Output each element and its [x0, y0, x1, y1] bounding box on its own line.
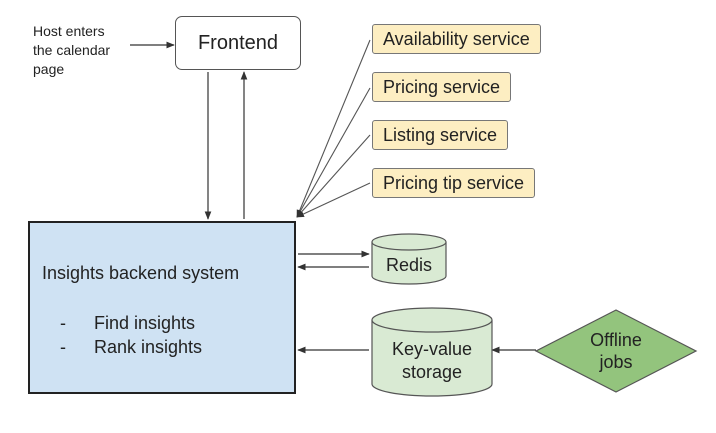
kv-storage-cylinder: [371, 307, 493, 397]
listing-service-label: Listing service: [383, 125, 498, 145]
kv-storage-label: Key-value storage: [372, 338, 492, 384]
host-note: Host enters the calendar page: [33, 22, 143, 79]
pricing-service-label: Pricing service: [383, 77, 501, 97]
availability-service-label: Availability service: [383, 29, 530, 49]
pricing-to-backend-arrow: [296, 87, 371, 218]
offline-jobs-line-1: Offline: [590, 330, 642, 350]
offline-jobs-label: Offline jobs: [576, 329, 656, 373]
backend-function-list: - Find insights - Rank insights: [60, 311, 202, 359]
pricing-service-node: Pricing service: [372, 72, 512, 102]
listing-to-backend-arrow: [296, 134, 371, 218]
redis-label: Redis: [385, 255, 433, 275]
pricing-tip-to-backend-arrow: [296, 182, 371, 218]
frontend-label: Frontend: [197, 31, 279, 54]
backend-function-item: - Rank insights: [60, 335, 202, 359]
backend-function-label: Rank insights: [94, 337, 203, 357]
host-note-line-2: the calendar: [33, 42, 111, 58]
insights-backend-node: Insights backend system - Find insights …: [28, 221, 296, 394]
offline-jobs-line-2: jobs: [599, 352, 633, 372]
availability-to-backend-arrow: [296, 39, 371, 218]
pricing-tip-service-node: Pricing tip service: [372, 168, 536, 198]
redis-cylinder: [371, 233, 447, 285]
listing-service-node: Listing service: [372, 120, 509, 150]
bullet-dash: -: [60, 313, 66, 333]
kv-storage-line-1: Key-value: [391, 339, 473, 359]
backend-title: Insights backend system: [42, 263, 240, 283]
backend-function-item: - Find insights: [60, 311, 202, 335]
frontend-node: Frontend: [175, 16, 301, 70]
availability-service-node: Availability service: [372, 24, 541, 54]
bullet-dash: -: [60, 337, 66, 357]
backend-function-label: Find insights: [94, 313, 196, 333]
pricing-tip-service-label: Pricing tip service: [383, 173, 525, 193]
kv-storage-line-2: storage: [401, 362, 463, 382]
offline-jobs-diamond: [534, 309, 698, 393]
host-note-line-1: Host enters: [33, 23, 105, 39]
host-note-line-3: page: [33, 61, 65, 77]
